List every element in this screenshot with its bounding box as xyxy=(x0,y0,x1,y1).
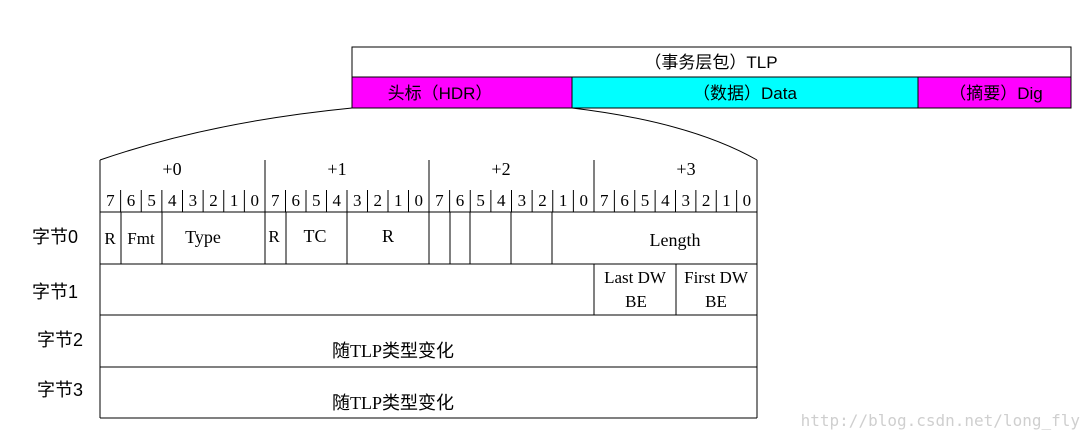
row3-text: 随TLP类型变化 xyxy=(332,393,454,413)
bit-number: 0 xyxy=(415,191,424,210)
bit-number: 5 xyxy=(476,191,485,210)
bit-number: 7 xyxy=(271,191,280,210)
field-first-dw-line2: BE xyxy=(705,292,727,311)
bit-number: 0 xyxy=(579,191,588,210)
row-label-3: 字节3 xyxy=(37,380,83,400)
bit-number: 1 xyxy=(394,191,403,210)
bit-number: 2 xyxy=(374,191,383,210)
dig-label: （摘要）Dig xyxy=(949,84,1043,103)
field-last-dw-line1: Last DW xyxy=(604,268,667,287)
field-last-dw-line2: BE xyxy=(625,292,647,311)
tlp-title-box xyxy=(351,46,1072,78)
tlp-bar: （事务层包）TLP 头标（HDR） （数据）Data （摘要）Dig xyxy=(351,46,1072,109)
bit-number: 1 xyxy=(559,191,568,210)
bit-number: 5 xyxy=(147,191,156,210)
bit-number: 3 xyxy=(681,191,690,210)
byte-header-3: +3 xyxy=(676,159,695,179)
hdr-label: 头标（HDR） xyxy=(388,84,493,103)
bit-number: 4 xyxy=(661,191,670,210)
field-r-3: R xyxy=(382,226,394,246)
bit-number: 4 xyxy=(168,191,177,210)
bit-number: 7 xyxy=(435,191,444,210)
bit-number: 2 xyxy=(702,191,711,210)
field-r-1: R xyxy=(104,229,116,248)
bit-number: 0 xyxy=(743,191,752,210)
bit-number: 7 xyxy=(106,191,115,210)
field-type: Type xyxy=(185,227,221,247)
hdr-segment xyxy=(351,76,573,109)
row-label-2: 字节2 xyxy=(37,330,83,350)
bit-number: 2 xyxy=(209,191,218,210)
expand-curve-right xyxy=(571,107,758,161)
bit-number: 5 xyxy=(641,191,650,210)
row2-text: 随TLP类型变化 xyxy=(332,341,454,361)
data-label: （数据）Data xyxy=(693,84,797,103)
data-segment xyxy=(571,76,919,109)
bit-number: 5 xyxy=(312,191,321,210)
bit-number: 4 xyxy=(497,191,506,210)
bit-number: 1 xyxy=(722,191,731,210)
bit-number: 6 xyxy=(620,191,629,210)
byte-header-0: +0 xyxy=(162,159,181,179)
bit-number: 4 xyxy=(333,191,342,210)
row-label-1: 字节1 xyxy=(32,282,78,302)
tlp-title: （事务层包）TLP xyxy=(644,53,777,72)
bit-number: 2 xyxy=(538,191,547,210)
expand-curve-left xyxy=(99,107,353,161)
watermark: http://blog.csdn.net/long_fly xyxy=(801,411,1081,430)
bit-number: 3 xyxy=(518,191,527,210)
field-fmt: Fmt xyxy=(127,229,155,248)
byte-header-1: +1 xyxy=(327,159,346,179)
row0-dividers xyxy=(120,212,553,264)
dig-segment xyxy=(917,76,1072,109)
field-first-dw-line1: First DW xyxy=(684,268,749,287)
bit-number: 6 xyxy=(456,191,465,210)
field-r-2: R xyxy=(268,227,280,246)
header-table xyxy=(99,160,758,419)
bit-number: 6 xyxy=(127,191,136,210)
bit-number: 7 xyxy=(600,191,609,210)
field-length: Length xyxy=(650,230,701,250)
bit-number: 1 xyxy=(230,191,239,210)
bit-number: 6 xyxy=(292,191,301,210)
row-label-0: 字节0 xyxy=(32,227,78,247)
bit-number: 3 xyxy=(353,191,362,210)
bit-number: 3 xyxy=(189,191,198,210)
row1-dividers xyxy=(593,264,677,315)
byte-header-2: +2 xyxy=(491,159,510,179)
field-tc: TC xyxy=(303,226,326,246)
bit-number: 0 xyxy=(250,191,259,210)
